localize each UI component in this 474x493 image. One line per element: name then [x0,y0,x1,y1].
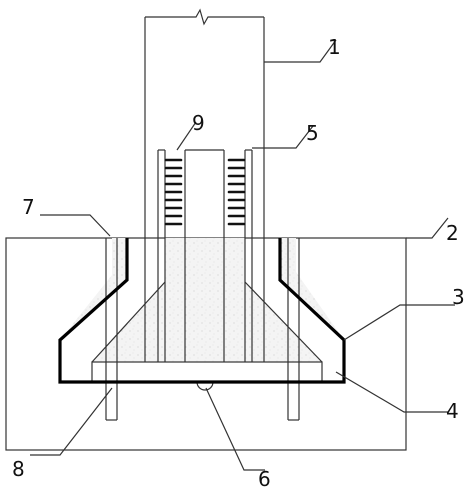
label-4: 4 [446,399,459,423]
label-5: 5 [306,121,319,145]
label-8: 8 [12,457,25,481]
column [144,8,265,238]
column-embedded-portion [144,238,265,362]
leader-4 [335,371,448,413]
leader-3 [343,304,455,341]
anchor-bolts [105,238,300,421]
shear-studs-left [164,158,183,226]
label-7: 7 [22,195,35,219]
cup-inner-slope-right [244,281,323,363]
leader-8 [30,387,113,456]
leader-5 [252,125,314,149]
bearing-node [196,381,214,391]
label-9: 9 [192,111,205,135]
leader-lines [30,39,455,471]
grout-fill [60,238,344,382]
leader-2 [406,217,449,239]
cup-shell [58,238,346,384]
label-6: 6 [258,467,271,488]
label-2: 2 [446,221,459,245]
steel-plates [157,149,253,362]
leader-1 [264,39,337,63]
leader-7 [40,214,111,237]
break-line-symbol [145,8,264,26]
shear-studs-right [227,158,246,226]
leader-9 [176,121,197,151]
label-3: 3 [452,285,465,309]
label-1: 1 [328,35,341,59]
leader-6 [205,387,265,471]
cup-inner-slope-left [91,281,166,363]
inner-core-channel [184,149,225,362]
